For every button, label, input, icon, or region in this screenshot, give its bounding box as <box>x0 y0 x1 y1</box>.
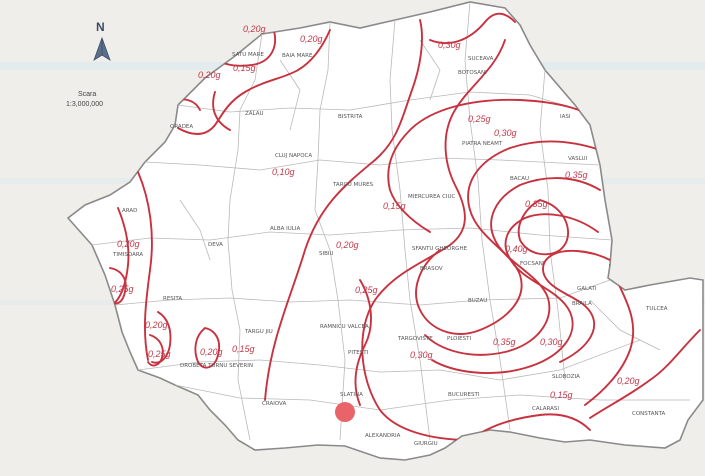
city-label: SLOBOZIA <box>552 374 580 380</box>
city-label: ALEXANDRIA <box>365 433 401 439</box>
city-label: TARGU JIU <box>244 329 273 335</box>
city-label: TIMISOARA <box>112 252 143 258</box>
city-label: GIURGIU <box>414 441 438 447</box>
city-label: BRAILA <box>572 301 592 307</box>
city-label: ZALAU <box>245 111 264 117</box>
isoline-label: 0,25g <box>148 349 171 359</box>
city-label: ARAD <box>122 208 137 214</box>
city-label: TULCEA <box>645 306 668 312</box>
city-label: BACAU <box>510 176 529 182</box>
isoline-label: 0,15g <box>383 201 406 211</box>
city-label: DEVA <box>208 242 223 248</box>
isoline-label: 0,30g <box>540 337 563 347</box>
city-label: RESITA <box>163 296 182 302</box>
city-label: DROBETA TURNU SEVERIN <box>180 363 253 369</box>
city-label: CRAIOVA <box>262 401 286 407</box>
isoline-label: 0,25g <box>111 284 134 294</box>
isoline-label: 0,15g <box>550 390 573 400</box>
city-label: BUCURESTI <box>448 392 480 398</box>
city-label: BAIA MARE <box>282 53 313 59</box>
city-label: PLOIESTI <box>447 336 471 342</box>
isoline-label: 0,20g <box>243 24 266 34</box>
city-label: TARGU MURES <box>332 182 374 188</box>
city-label: SIBIU <box>319 251 334 257</box>
isoline-label: 0,40g <box>505 244 528 254</box>
isoline-label: 0,25g <box>355 285 378 295</box>
isoline-label: 0,30g <box>494 128 517 138</box>
isoline-label: 0,20g <box>200 347 223 357</box>
city-label: CALARASI <box>532 406 559 412</box>
isoline-label: 0,20g <box>336 240 359 250</box>
isoline-label: 0,20g <box>198 70 221 80</box>
isoline-label: 0,10g <box>272 167 295 177</box>
isoline-label: 0,35g <box>493 337 516 347</box>
city-label: CONSTANTA <box>632 411 666 417</box>
city-label: RAMNICU VALCEA <box>320 324 369 330</box>
scale-box: Scara 1:3,000,000 <box>66 91 103 108</box>
north-label: N <box>96 20 105 34</box>
city-label: GALATI <box>577 286 597 292</box>
city-label: SUCEAVA <box>468 56 494 62</box>
north-arrow-icon: N <box>93 20 111 61</box>
isoline-label: 0,35g <box>565 170 588 180</box>
city-label: BISTRITA <box>338 114 363 120</box>
city-label: SATU MARE <box>232 52 264 58</box>
city-label: FOCSANI <box>520 261 545 267</box>
isoline-label: 0,30g <box>438 40 461 50</box>
isolines <box>109 12 701 441</box>
city-label: TARGOVISTE <box>397 336 433 342</box>
city-label: ORADEA <box>170 124 193 130</box>
city-label: SLATINA <box>340 392 363 398</box>
city-label: BOTOSANI <box>458 70 487 76</box>
city-label: ALBA IULIA <box>270 226 300 232</box>
isoline-label: 0,15g <box>232 344 255 354</box>
isoline-label: 0,35g <box>525 199 548 209</box>
isoline-label: 0,20g <box>117 239 140 249</box>
isoline-label: 0,30g <box>410 350 433 360</box>
city-label: CLUJ NAPOCA <box>275 153 312 159</box>
isoline-label: 0,20g <box>300 34 323 44</box>
isoline-label: 0,15g <box>233 63 256 73</box>
city-label: PITESTI <box>348 350 369 356</box>
isoline-labels: 0,20g 0,15g 0,20g 0,30g 0,20g 0,25g 0,10… <box>111 24 640 400</box>
city-labels: SATU MARE BAIA MARE SUCEAVA BOTOSANI ORA… <box>112 52 668 447</box>
city-label: VASLUI <box>568 156 587 162</box>
scale-title: Scara <box>78 91 96 98</box>
city-label: IASI <box>560 114 571 120</box>
isoline-label: 0,25g <box>468 114 491 124</box>
isoline-label: 0,20g <box>617 376 640 386</box>
site-marker[interactable] <box>335 402 355 422</box>
isoline-label: 0,20g <box>145 320 168 330</box>
scale-ratio: 1:3,000,000 <box>66 101 103 108</box>
city-label: MIERCUREA CIUC <box>408 194 456 200</box>
city-label: SFANTU GHEORGHE <box>412 246 468 252</box>
city-label: PIATRA NEAMT <box>462 141 503 147</box>
city-label: BUZAU <box>468 298 487 304</box>
city-label: BRASOV <box>420 266 443 272</box>
